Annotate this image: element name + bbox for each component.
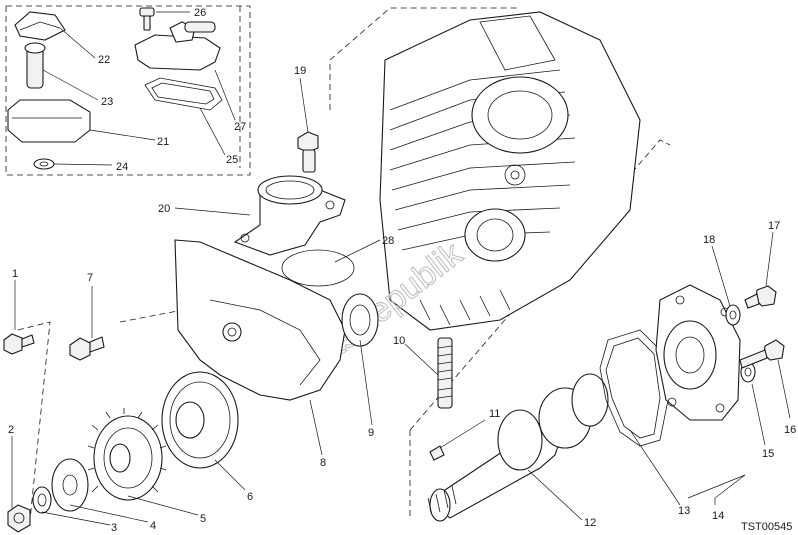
callout-6: 6 <box>247 491 253 503</box>
callout-labels: 1 2 3 4 5 6 7 8 9 10 11 12 13 14 15 16 1… <box>8 7 796 534</box>
callout-14: 14 <box>712 510 724 522</box>
leader-lines <box>11 11 791 526</box>
cover-gasket <box>599 329 669 447</box>
callout-3: 3 <box>111 522 117 534</box>
callout-15: 15 <box>762 448 774 460</box>
callout-20: 20 <box>158 203 170 215</box>
diagram-code: TST00545 <box>741 521 792 533</box>
callout-22: 22 <box>98 54 110 66</box>
callout-11: 11 <box>489 408 500 420</box>
callout-1: 1 <box>12 268 18 280</box>
top-middle-parts <box>134 7 223 111</box>
camshaft <box>427 373 609 522</box>
fasteners-left <box>3 333 105 533</box>
bolt-19 <box>297 131 319 173</box>
fasteners-right <box>725 285 785 383</box>
callout-18: 18 <box>703 234 715 246</box>
callout-8: 8 <box>320 457 326 469</box>
belt-cover <box>174 239 346 401</box>
camshaft-cover <box>655 284 741 421</box>
intake-manifold <box>233 175 355 287</box>
callout-17: 17 <box>768 220 780 232</box>
toothed-pulley <box>87 408 167 501</box>
callout-7: 7 <box>87 272 93 284</box>
top-left-parts <box>7 11 91 170</box>
callout-26: 26 <box>194 7 206 19</box>
callout-13: 13 <box>678 505 690 517</box>
callout-28: 28 <box>382 235 394 247</box>
callout-24: 24 <box>116 161 128 173</box>
callout-12: 12 <box>584 517 596 529</box>
callout-19: 19 <box>294 65 306 77</box>
stud-bolt <box>437 337 453 409</box>
callout-9: 9 <box>368 427 374 439</box>
callout-25: 25 <box>226 154 238 166</box>
callout-16: 16 <box>784 424 796 436</box>
callout-27: 27 <box>234 121 246 133</box>
group-outlines <box>5 5 671 521</box>
callout-23: 23 <box>101 96 113 108</box>
cylinder-head <box>379 11 641 331</box>
shaft-seal <box>341 293 379 347</box>
callout-21: 21 <box>157 136 169 148</box>
callout-5: 5 <box>200 513 206 525</box>
pulley <box>161 371 239 469</box>
callout-2: 2 <box>8 424 14 436</box>
callout-10: 10 <box>393 335 405 347</box>
callout-4: 4 <box>150 520 156 532</box>
